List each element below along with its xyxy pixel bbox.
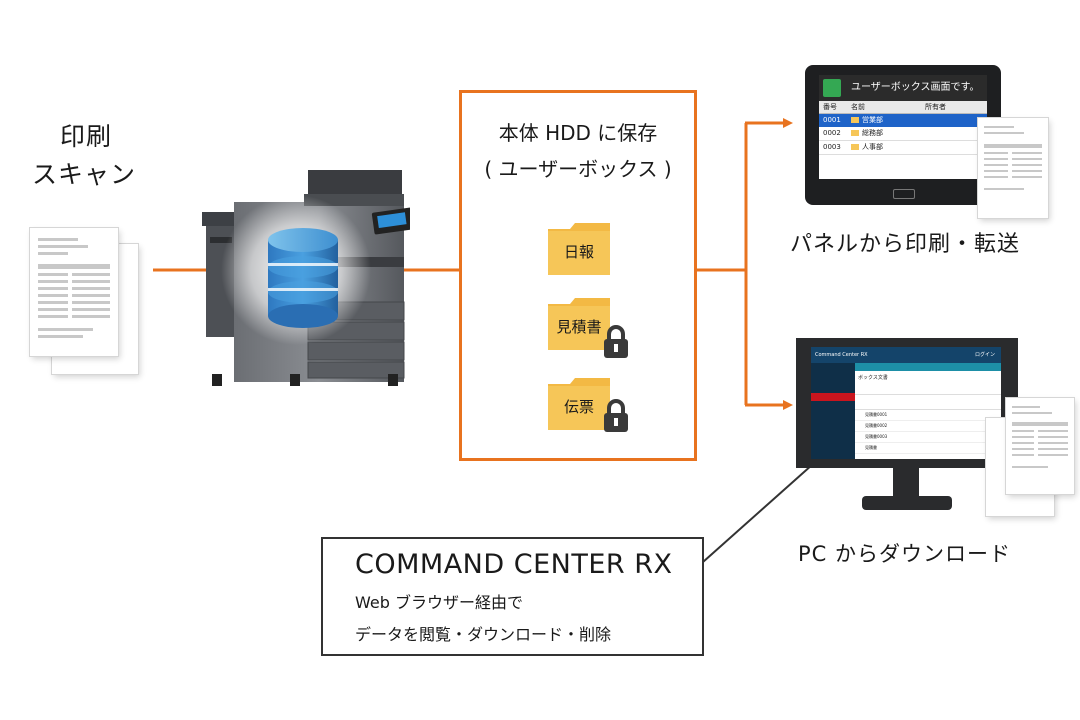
col-owner: 所有者 — [925, 103, 946, 111]
panel-row[interactable]: 0002 総務部 — [819, 127, 987, 141]
cc-file-row[interactable]: 見積書0002 — [855, 421, 1001, 432]
document-front — [30, 228, 118, 356]
panel-row[interactable]: 0003 人事部 — [819, 141, 987, 155]
folder-icon — [548, 223, 610, 275]
cc-content: ボックス文書 見積書0001 見積書0002 見積書0003 見積書 — [855, 363, 1001, 459]
folder-icon — [851, 117, 859, 123]
document-pc-front — [1006, 398, 1074, 494]
cc-nav-item-box[interactable] — [811, 393, 855, 401]
pc-screen: Command Center RX ログイン ボックス文書 見積書0001 見積… — [811, 347, 1001, 459]
input-label-print: 印刷 — [60, 122, 113, 151]
folder-label: 伝票 — [563, 398, 594, 416]
pc-caption: PC からダウンロード — [798, 542, 1012, 566]
folder-denpyo[interactable]: 伝票 — [548, 378, 610, 430]
panel-caption: パネルから印刷・転送 — [790, 232, 1021, 257]
document-lines-icon — [1012, 406, 1068, 468]
cc-file-row[interactable]: 見積書0003 — [855, 432, 1001, 443]
cc-page-title: ボックス文書 — [858, 375, 888, 381]
storage-title: 本体 HDD に保存 — [498, 121, 658, 145]
lock-icon — [604, 325, 628, 358]
cc-toolbar — [855, 394, 1001, 410]
cc-callout-line1: Web ブラウザー経由で — [355, 593, 523, 612]
cc-callout-title: COMMAND CENTER RX — [355, 549, 673, 580]
panel-header: ユーザーボックス画面です。 — [819, 75, 987, 101]
folder-icon — [851, 144, 859, 150]
box-app-icon — [823, 79, 841, 97]
document-lines-icon — [984, 126, 1042, 190]
folder-icon — [548, 298, 610, 350]
input-label-scan: スキャン — [32, 160, 137, 189]
cc-file-row[interactable]: 見積書0001 — [855, 410, 1001, 421]
hdd-database-icon — [268, 228, 338, 328]
col-name: 名前 — [851, 103, 865, 111]
cc-sidebar — [811, 363, 855, 459]
cc-callout-line2: データを閲覧・ダウンロード・削除 — [355, 625, 612, 644]
lock-icon — [604, 399, 628, 432]
folder-mitsumori[interactable]: 見積書 — [548, 298, 610, 350]
cc-title-bar — [855, 363, 1001, 371]
col-number: 番号 — [823, 103, 837, 111]
operation-panel-device: ユーザーボックス画面です。 番号 名前 所有者 0001 営業部 0002 総務… — [805, 65, 1001, 205]
folder-icon — [548, 378, 610, 430]
cc-header: Command Center RX ログイン — [811, 347, 1001, 363]
document-panel — [978, 118, 1048, 218]
folder-nippo[interactable]: 日報 — [548, 223, 610, 275]
cc-app-title: Command Center RX — [815, 352, 868, 358]
hdd-user-box-panel: 本体 HDD に保存 ( ユーザーボックス ) 日報 見積書 伝票 — [459, 90, 697, 461]
multifunction-printer-icon — [202, 170, 410, 386]
panel-column-headers: 番号 名前 所有者 — [819, 101, 987, 114]
monitor-base — [862, 496, 952, 510]
folder-label: 見積書 — [556, 318, 602, 336]
home-button[interactable] — [893, 189, 915, 199]
command-center-callout: COMMAND CENTER RX Web ブラウザー経由で データを閲覧・ダウ… — [321, 537, 704, 656]
pc-monitor: Command Center RX ログイン ボックス文書 見積書0001 見積… — [796, 338, 1018, 468]
storage-subtitle: ( ユーザーボックス ) — [484, 157, 672, 181]
cc-file-row[interactable]: 見積書 — [855, 443, 1001, 454]
panel-row[interactable]: 0001 営業部 — [819, 114, 987, 127]
cc-login-link[interactable]: ログイン — [974, 352, 995, 358]
panel-screen: ユーザーボックス画面です。 番号 名前 所有者 0001 営業部 0002 総務… — [819, 75, 987, 179]
monitor-stand — [893, 468, 919, 498]
folder-label: 日報 — [563, 243, 594, 261]
folder-icon — [851, 130, 859, 136]
panel-header-text: ユーザーボックス画面です。 — [851, 82, 980, 93]
document-lines-icon — [38, 238, 110, 338]
